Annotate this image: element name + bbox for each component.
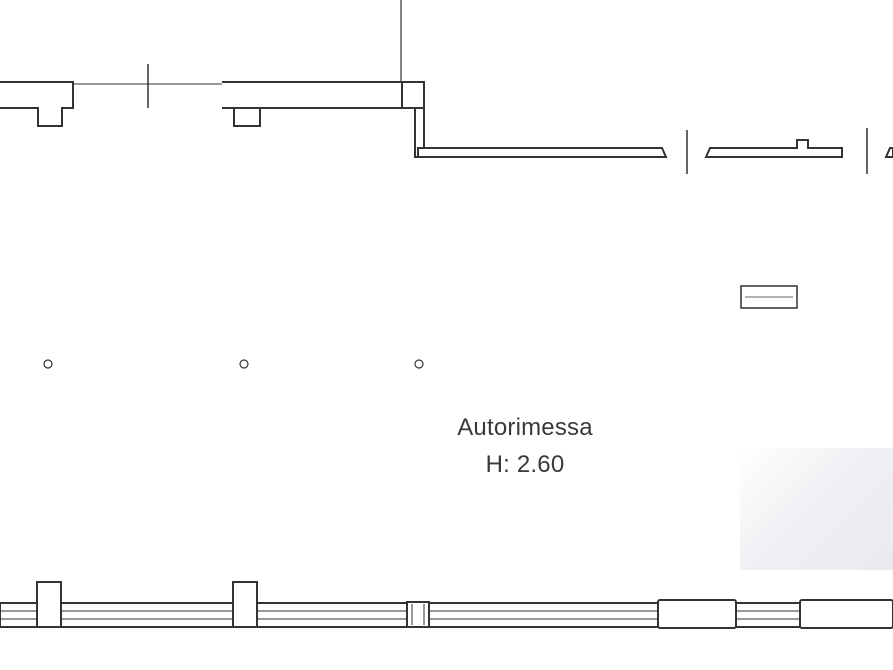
- pier-bottom: [36, 581, 62, 628]
- pier-bottom-small: [406, 601, 430, 628]
- wall-upper-center: [222, 81, 425, 151]
- column-marker: [43, 359, 53, 369]
- wall-bottom: [0, 602, 893, 628]
- column-marker: [239, 359, 249, 369]
- window-bottom: [799, 599, 893, 629]
- column-marker: [414, 359, 424, 369]
- wall-upper-right-c: [884, 147, 893, 158]
- wall-upper-left: [0, 81, 74, 127]
- wall-upper-right-a: [417, 147, 668, 158]
- room-height: H: 2.60: [485, 451, 565, 478]
- pier-bottom: [232, 581, 258, 628]
- wall-upper-right-b: [704, 139, 843, 158]
- room-name: Autorimessa: [457, 414, 593, 441]
- shaded-corner: [740, 448, 893, 570]
- window-bottom: [657, 599, 737, 629]
